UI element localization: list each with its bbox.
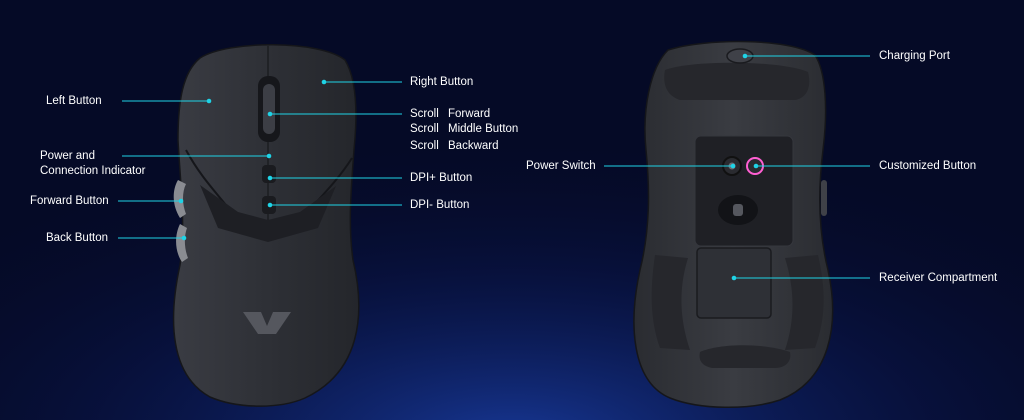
label-middle-button: Middle Button	[448, 123, 519, 135]
label-charging-port: Charging Port	[879, 50, 950, 62]
label-receiver-compartment: Receiver Compartment	[879, 272, 998, 284]
label-dpi-plus: DPI+ Button	[410, 172, 473, 184]
label-scroll-backward: Backward	[448, 140, 499, 152]
dpi-plus-key	[262, 165, 276, 183]
sensor-lens	[733, 204, 743, 216]
label-power-switch: Power Switch	[526, 160, 596, 172]
label-left-button: Left Button	[46, 95, 102, 107]
label-scroll-1: Scroll	[410, 108, 439, 120]
label-back-button: Back Button	[46, 232, 109, 244]
label-power-line2: Connection Indicator	[40, 165, 146, 177]
top-skate	[664, 62, 810, 100]
scroll-wheel	[263, 84, 275, 134]
sensor-plate	[694, 135, 794, 247]
mouse-bottom-view	[633, 40, 834, 409]
label-scroll-2: Scroll	[410, 123, 439, 135]
left-skate	[651, 255, 690, 350]
bottom-skate	[699, 345, 791, 368]
label-scroll-forward: Forward	[448, 108, 491, 120]
back-side-key	[176, 224, 188, 262]
label-customized-button: Customized Button	[879, 160, 977, 172]
center-v-panel	[200, 185, 336, 242]
label-right-button: Right Button	[410, 76, 474, 88]
brand-v-logo-icon	[243, 312, 291, 334]
callout-lines	[118, 53, 870, 281]
right-skate	[785, 255, 824, 350]
mouse-top-view	[172, 44, 360, 407]
label-forward-button: Forward Button	[30, 195, 109, 207]
right-side-detail	[821, 180, 827, 216]
receiver-compartment-cover	[696, 247, 772, 319]
forward-side-key	[173, 180, 186, 218]
label-scroll-3: Scroll	[410, 140, 439, 152]
label-dpi-minus: DPI- Button	[410, 199, 470, 211]
label-power-line1: Power and	[40, 150, 95, 162]
